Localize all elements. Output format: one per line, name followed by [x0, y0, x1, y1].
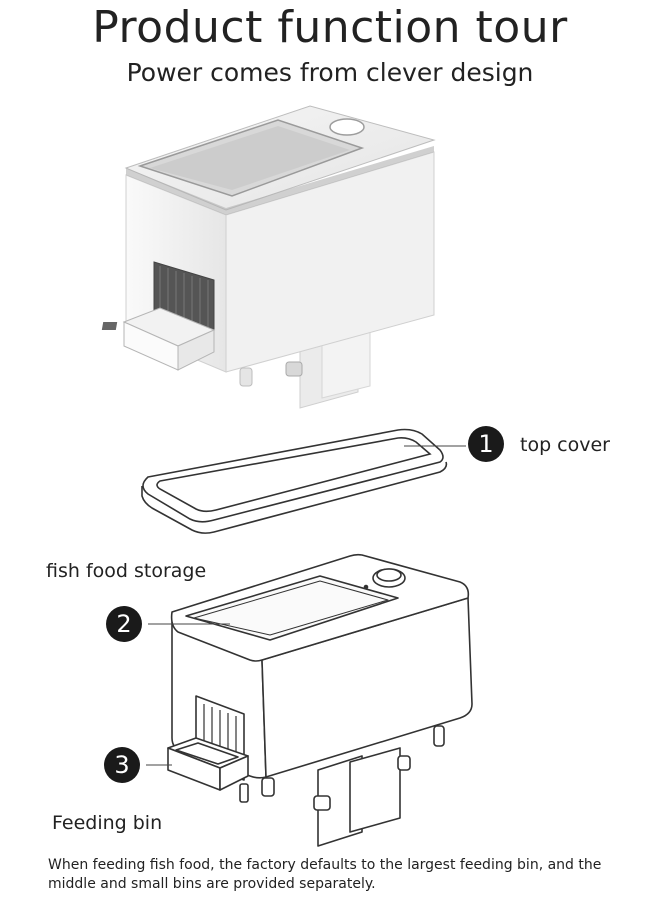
assembled-feeder-image: [101, 105, 436, 409]
callout-label-feeding-bin: Feeding bin: [52, 812, 163, 834]
footnote-text: When feeding fish food, the factory defa…: [48, 857, 602, 892]
callout-number-1: 1: [468, 426, 504, 462]
callout-label-top-cover: top cover: [520, 434, 610, 456]
storage-body-drawing: [167, 553, 473, 847]
page-subtitle: Power comes from clever design: [126, 58, 534, 87]
top-cover-drawing: [141, 428, 448, 534]
callout-number-2: 2: [106, 606, 142, 642]
callout-label-fish-food-storage: fish food storage: [46, 560, 207, 582]
page-title: Product function tour: [92, 2, 568, 53]
callout-number-3: 3: [104, 747, 140, 783]
